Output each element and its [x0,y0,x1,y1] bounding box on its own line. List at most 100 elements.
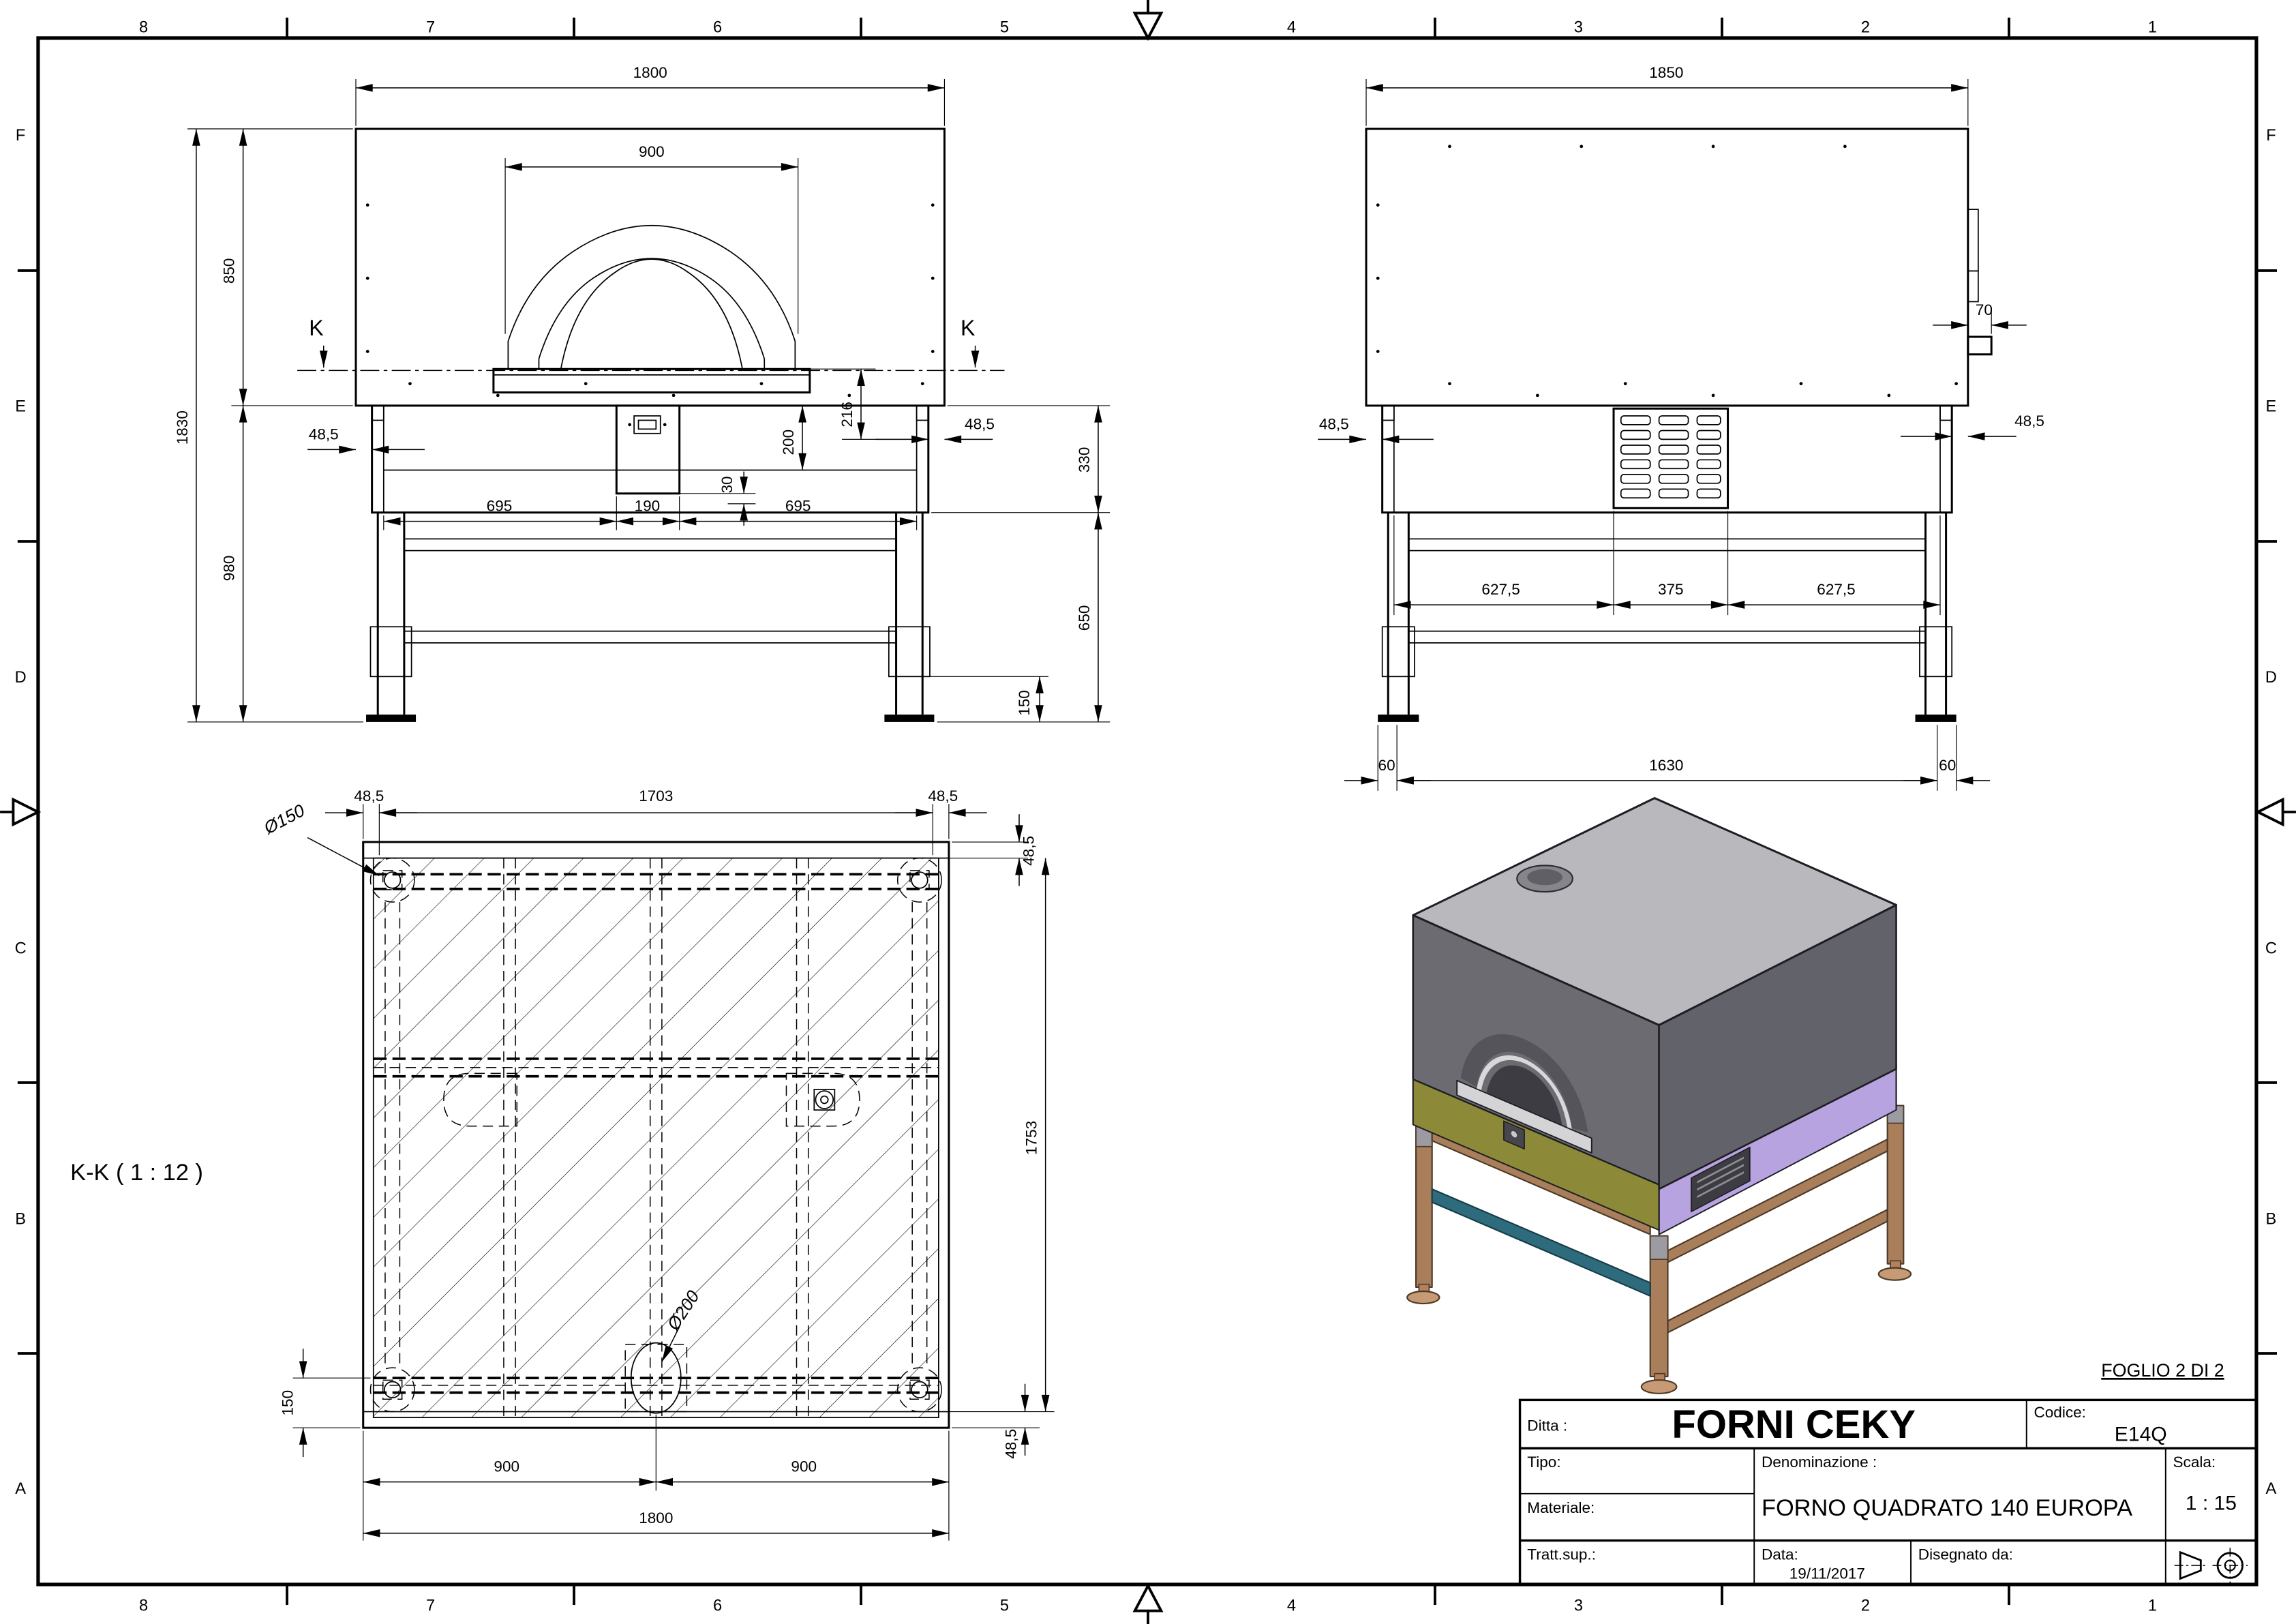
dim-front-lower-height: 980 [221,556,238,582]
tratt-label: Tratt.sup.: [1527,1546,1596,1563]
codice-label: Codice: [2034,1404,2085,1421]
mouth-shelf [492,367,811,394]
zone-right-c: C [2265,939,2277,957]
dim-front-skirt-depth: 200 [780,430,797,455]
dim-sec-bottom-offset: 48,5 [1003,1429,1020,1459]
dim-front-span-right: 695 [785,498,811,515]
zone-bottom-7: 7 [426,1597,435,1615]
flue-hole [624,1342,688,1414]
section-cut-marks: K K [297,316,1005,372]
zone-ticks [17,17,2278,1606]
iso-leg-right [1886,1104,1905,1265]
flue-outlet-box [1967,335,1993,356]
ditta-label: Ditta : [1527,1417,1567,1434]
iso-arch-band [1460,1034,1588,1133]
section-view: K-K ( 1 : 12 ) 48,5 [70,787,1055,1541]
dim-side-base-span: 1630 [1649,757,1683,774]
iso-arch-opening [1486,1065,1562,1128]
section-hatch [373,858,939,1418]
burner-box [615,404,681,495]
zone-top-3: 3 [1574,18,1583,36]
denominazione-value: FORNO QUADRATO 140 EUROPA [1762,1495,2132,1521]
zone-bottom-6: 6 [713,1597,722,1615]
dim-front-offset-right: 48,5 [965,415,995,432]
materiale-label: Materiale: [1527,1499,1595,1516]
dim-side-foot-right: 60 [1939,757,1956,774]
dim-side-span-left: 627,5 [1481,581,1520,598]
section-title: K-K ( 1 : 12 ) [70,1160,203,1186]
vent-grille [1612,407,1729,509]
dim-front-frame-height: 650 [1076,605,1093,631]
projection-symbol-icon [2174,1548,2248,1583]
zone-left-c: C [15,939,27,957]
oven-mouth-arch [492,225,811,394]
dim-side-span-right: 627,5 [1817,581,1855,598]
dim-sec-rail-clear: 150 [280,1390,297,1416]
dim-side-offset-right: 48,5 [2014,412,2044,430]
dim-sec-inner-span: 1703 [639,787,673,805]
rivet-dots-side [1376,145,1958,397]
oven-body-side [1365,127,1969,407]
tipo-label: Tipo: [1527,1454,1560,1471]
zone-left-e: E [15,398,26,416]
dim-sec-total-width: 1800 [639,1509,673,1527]
dim-sec-inner-depth: 1753 [1023,1121,1040,1155]
iso-leg-left [1415,1125,1433,1289]
iso-skirt-right [1658,1064,1897,1235]
cross-rail-lower [404,630,897,644]
data-value: 19/11/2017 [1789,1565,1865,1582]
iso-rail-right-3 [1667,1209,1888,1334]
dim-front-band-height: 330 [1076,447,1093,473]
iso-top-face [1412,797,1898,1027]
rivet-dots-front [365,203,935,397]
iso-feet [1406,1260,1912,1394]
dim-front-total-height: 1830 [174,410,191,445]
data-label: Data: [1762,1546,1798,1563]
dim-front-total-width: 1800 [633,64,667,81]
zone-right-e: E [2266,398,2277,416]
denominazione-label: Denominazione : [1762,1454,1877,1471]
dim-sec-corner-hole: Ø150 [260,801,308,839]
company-name: FORNI CEKY [1672,1403,1916,1447]
zone-top-1: 1 [2148,18,2157,36]
zone-bottom-2: 2 [1861,1597,1870,1615]
dim-sec-offset-right: 48,5 [928,787,958,805]
side-dimensions: 1850 70 48,5 48,5 627,5 375 627,5 60 163… [1318,64,2044,791]
flue-channel [1967,209,1993,356]
zone-top-2: 2 [1861,18,1870,36]
zone-right-b: B [2266,1211,2277,1229]
zone-left-f: F [16,127,25,145]
zone-labels: 8 7 6 5 4 3 2 1 8 7 6 5 4 3 2 1 F E D C … [15,18,2277,1614]
title-block-outline [1518,1398,2258,1586]
dim-side-total-width: 1850 [1649,64,1683,81]
hidden-rails [373,858,939,1418]
side-stand [1378,512,1957,722]
zone-bottom-1: 1 [2148,1597,2157,1615]
border-frame [36,36,2259,1587]
zone-right-d: D [2265,669,2277,687]
vent-louvers [1620,415,1721,499]
dim-sec-half-left: 900 [494,1458,519,1475]
front-skirt [371,404,930,514]
hidden-openings [443,1072,860,1127]
zone-top-5: 5 [1000,18,1009,36]
zone-left-a: A [15,1480,26,1498]
side-view: 1850 70 48,5 48,5 627,5 375 627,5 60 163… [1318,64,2044,791]
foot-pad-right [884,715,935,722]
front-view: K K 1800 900 850 980 1830 216 48,5 48,5 … [174,64,1111,723]
dim-sec-half-right: 900 [791,1458,817,1475]
zone-top-4: 4 [1287,18,1296,36]
zone-bottom-5: 5 [1000,1597,1009,1615]
dim-sec-top-offset: 48,5 [1020,836,1037,866]
scala-label: Scala: [2173,1454,2216,1471]
foot-pad-left [366,715,417,722]
side-skirt [1381,404,1953,514]
iso-shelf [1456,1079,1592,1154]
dim-front-upper-height: 850 [221,258,238,284]
dim-side-span-center: 375 [1658,581,1684,598]
scala-value: 1 : 15 [2186,1492,2237,1514]
zone-right-f: F [2266,127,2276,145]
front-dimensions: 1800 900 850 980 1830 216 48,5 48,5 200 … [174,64,1111,723]
